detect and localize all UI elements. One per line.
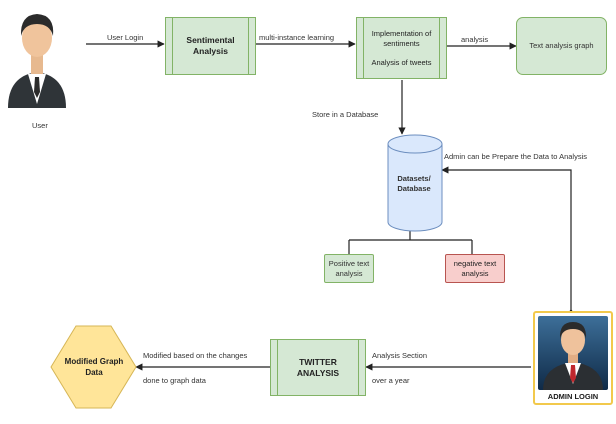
positive-line-1: Positive text bbox=[328, 258, 370, 268]
edge-label-store: Store in a Database bbox=[312, 110, 379, 119]
admin-icon bbox=[543, 322, 603, 390]
sentimental-analysis-node: Sentimental Analysis bbox=[165, 17, 256, 75]
user-icon bbox=[8, 14, 66, 108]
edge-label-multi-instance: multi-instance learning bbox=[259, 33, 335, 42]
modified-graph-hexagon bbox=[50, 325, 137, 409]
edge-admin-prepare bbox=[441, 166, 575, 316]
negative-text-analysis-node: negative text analysis bbox=[445, 254, 505, 283]
positive-text-analysis-node: Positive text analysis bbox=[324, 254, 374, 283]
database-label: Datasets/ Database bbox=[388, 174, 440, 194]
positive-line-2: analysis bbox=[335, 268, 363, 278]
modified-graph-data-label: Modified Graph Data bbox=[56, 345, 132, 389]
database-line-2: Database bbox=[397, 184, 431, 193]
user-label: User bbox=[32, 121, 48, 130]
negative-line-1: negative text bbox=[453, 258, 497, 268]
twitter-analysis-node: TWITTER ANALYSIS bbox=[270, 339, 366, 396]
database-cylinder bbox=[387, 134, 443, 232]
sentimental-line-1: Sentimental bbox=[186, 35, 235, 45]
negative-line-2: analysis bbox=[461, 268, 489, 278]
edge-split bbox=[348, 231, 473, 254]
admin-login-card[interactable]: ADMIN LOGIN bbox=[533, 311, 613, 405]
modified-graph-line-2: Data bbox=[85, 368, 103, 377]
edge-label-user-login: User Login bbox=[107, 33, 144, 42]
sentimental-line-2: Analysis bbox=[193, 46, 228, 56]
edge-label-admin-prepare: Admin can be Prepare the Data to Analysi… bbox=[444, 152, 587, 161]
edge-label-analysis-section: Analysis Section bbox=[372, 351, 428, 360]
twitter-line-2: ANALYSIS bbox=[296, 367, 340, 378]
edge-label-modified-2: done to graph data bbox=[143, 376, 206, 385]
implementation-line-1: Implementation of bbox=[371, 28, 432, 38]
implementation-node: Implementation of sentiments Analysis of… bbox=[356, 17, 447, 79]
implementation-line-3: Analysis of tweets bbox=[371, 57, 432, 67]
implementation-line-2: sentiments bbox=[383, 38, 420, 48]
database-line-1: Datasets/ bbox=[397, 174, 431, 183]
admin-login-label: ADMIN LOGIN bbox=[547, 392, 599, 401]
text-analysis-graph-label: Text analysis graph bbox=[529, 41, 594, 50]
text-analysis-graph-node: Text analysis graph bbox=[516, 17, 607, 75]
edge-label-modified-1: Modified based on the changes bbox=[143, 351, 248, 360]
edge-label-over-a-year: over a year bbox=[372, 376, 410, 385]
modified-graph-line-1: Modified Graph bbox=[64, 357, 124, 366]
twitter-line-1: TWITTER bbox=[299, 356, 337, 367]
edge-label-analysis: analysis bbox=[461, 35, 489, 44]
